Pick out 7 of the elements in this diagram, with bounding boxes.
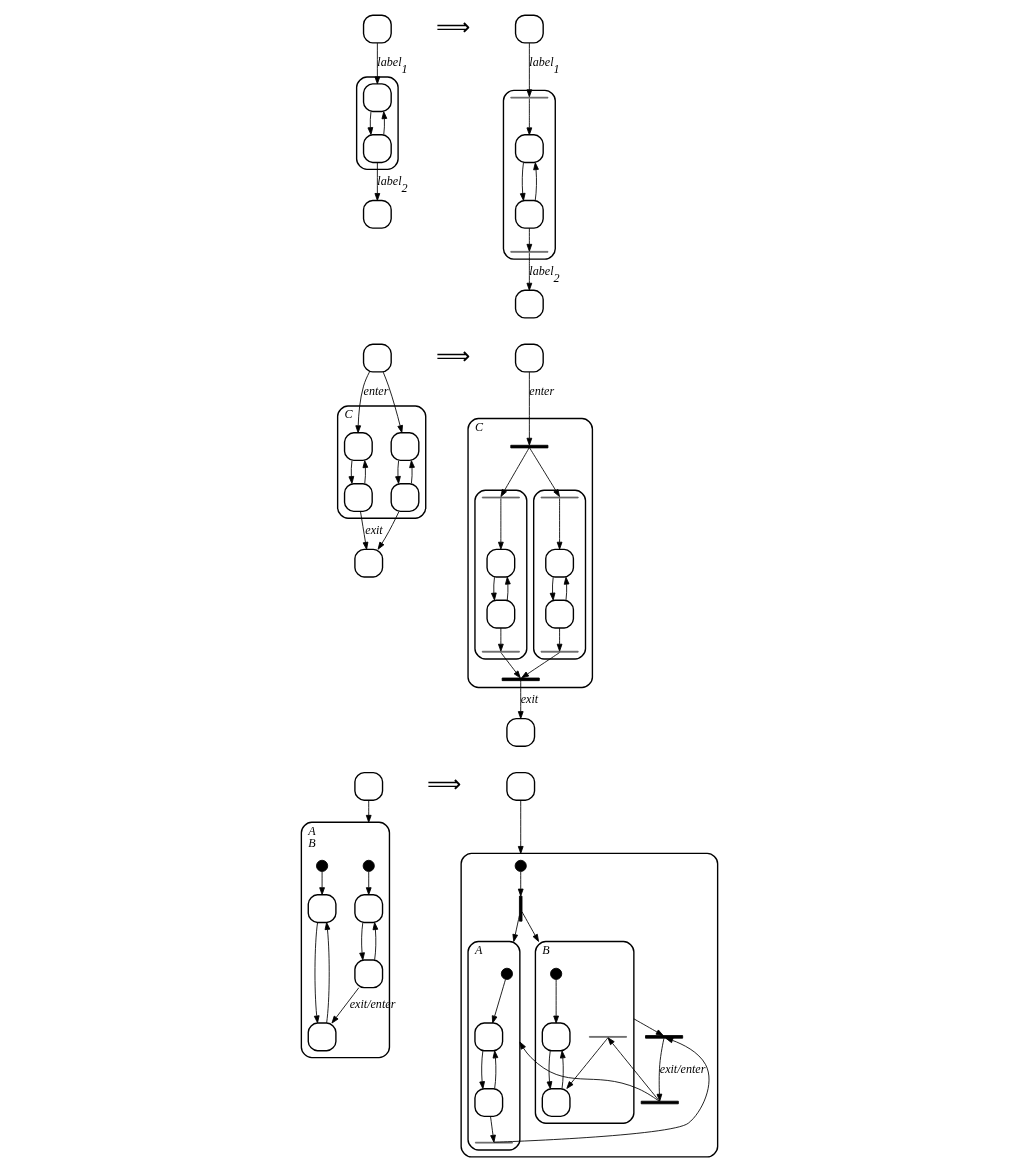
label: ⟹: [435, 342, 470, 370]
edge-label: exit: [364, 522, 383, 537]
edge-label: exit/enter: [659, 1062, 705, 1077]
label: ⟹: [426, 770, 461, 798]
edge-label: exit: [520, 692, 538, 707]
label: ⟹: [435, 12, 470, 40]
edge-label: enter: [363, 383, 388, 398]
